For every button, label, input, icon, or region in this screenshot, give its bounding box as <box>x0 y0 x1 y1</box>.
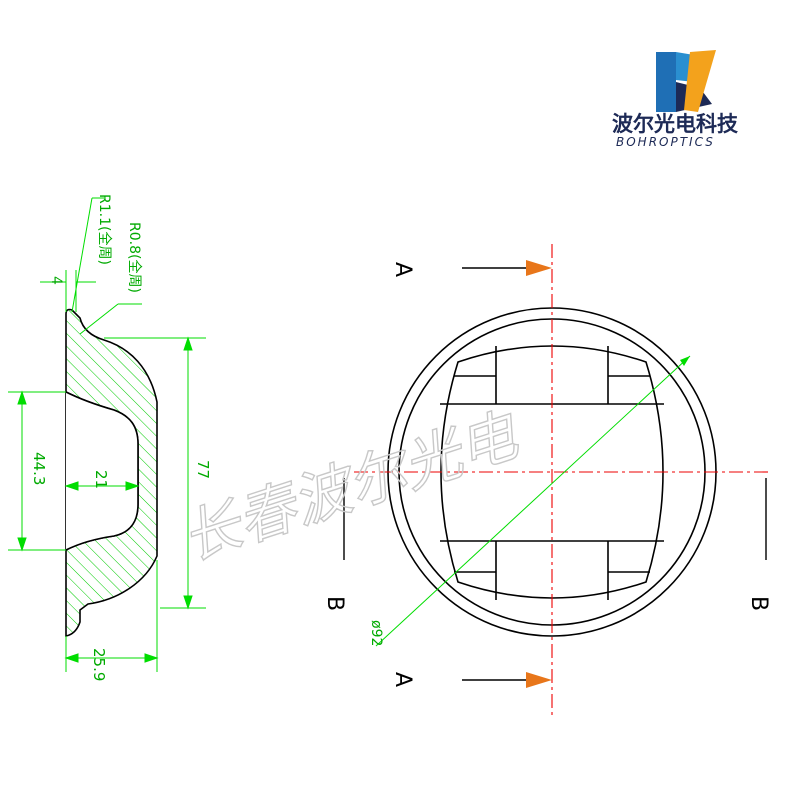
dim-label-diameter: ø92 <box>368 620 384 646</box>
dim-label-overall-depth: 25.9 <box>90 648 108 681</box>
diameter-arrowhead <box>680 356 690 366</box>
brand-name-cn: 波尔光电科技 <box>612 112 739 136</box>
company-logo: 波尔光电科技 BOHROPTICS <box>612 50 739 149</box>
watermark: 长春波尔光电 <box>173 400 528 573</box>
cut-label-a-bottom: A <box>390 672 415 687</box>
dimension-cavity-height <box>8 390 66 552</box>
dim-label-flange: 4 <box>48 276 64 285</box>
front-view: ø92 A A B B <box>322 244 771 716</box>
section-cavity <box>65 391 139 551</box>
diameter-leader <box>375 355 691 647</box>
dim-label-overall-height: 77 <box>194 460 212 479</box>
logo-mark-icon <box>656 50 716 112</box>
brand-name-en: BOHROPTICS <box>616 135 715 149</box>
lens-outline <box>440 345 664 599</box>
dim-label-cavity-height: 44.3 <box>30 452 48 485</box>
dimension-overall-depth <box>64 560 159 672</box>
cut-label-b-left: B <box>322 596 347 611</box>
dim-label-outer-fillet: R1.1(全周) <box>96 194 113 265</box>
dimension-overall-height <box>104 336 206 610</box>
section-marker-a-bottom <box>462 672 552 688</box>
cut-label-b-right: B <box>746 596 771 611</box>
dimension-cavity-depth <box>64 481 140 491</box>
dim-label-inner-fillet: R0.8(全周) <box>126 222 143 293</box>
dim-label-cavity-depth: 21 <box>92 470 110 489</box>
leader-inner-fillet <box>79 303 142 335</box>
section-marker-a-top <box>462 260 552 276</box>
section-view: 4 R1.1(全周) R0.8(全周) 44.3 21 <box>8 194 212 681</box>
leader-outer-fillet <box>71 197 104 313</box>
cut-label-a-top: A <box>390 262 415 277</box>
